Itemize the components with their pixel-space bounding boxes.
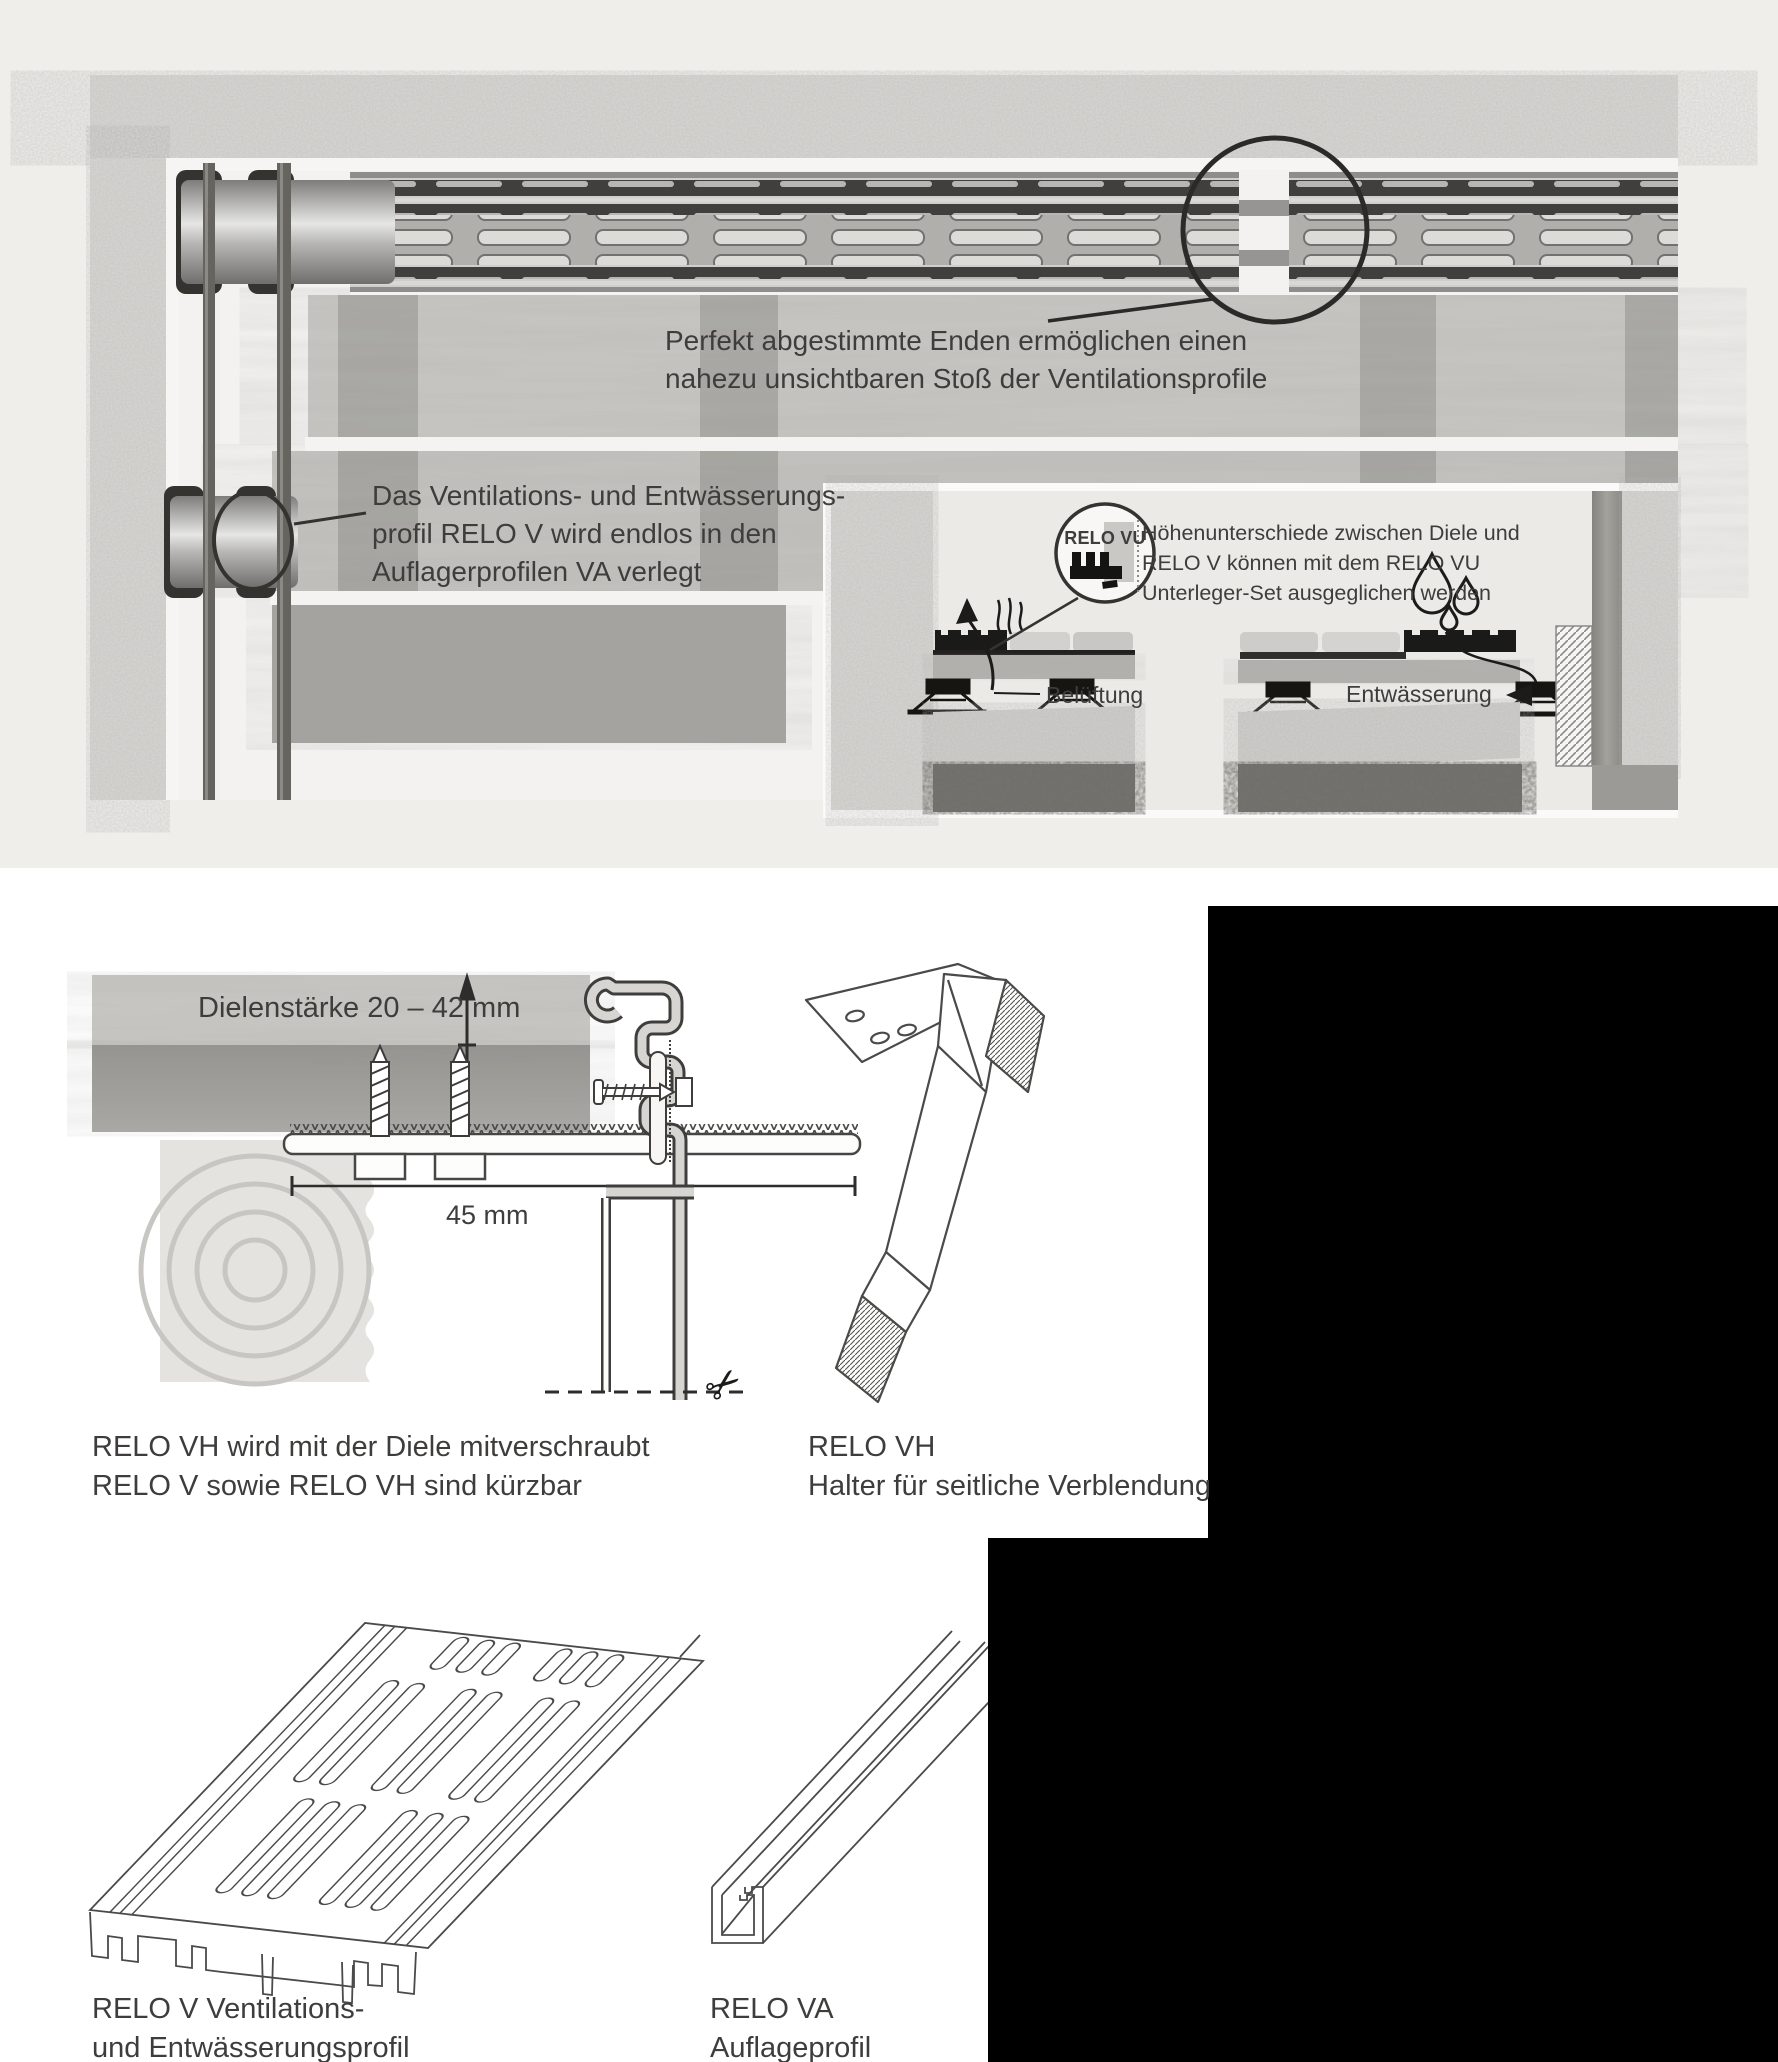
bearer-highlight-ellipse [212, 489, 294, 591]
drainage-arrowhead [1506, 684, 1532, 706]
inset-annotation-line3: Unterleger-Set ausgeglichen werden [1142, 581, 1491, 605]
product-profile-drawings [88, 1622, 1004, 2005]
inset-annotation: Höhenunterschiede zwischen Diele und REL… [1142, 518, 1520, 608]
deck-system-illustration [90, 75, 1678, 818]
caption-vh-right: RELO VH Halter für seitliche Verblendung [808, 1428, 1211, 1506]
laying-annotation-line3: Auflagerprofilen VA verlegt [372, 556, 702, 587]
laying-annotation-line1: Das Ventilations- und Entwässerungs- [372, 480, 846, 511]
caption-relo-va: RELO VA Auflageprofil [710, 1990, 871, 2062]
joint-annotation-line2: nahezu unsichtbaren Stoß der Ventilation… [665, 363, 1268, 394]
inset-left-wall [831, 491, 933, 810]
relo-va-drawing [679, 1630, 1004, 1944]
width-dimension [290, 1176, 857, 1196]
caption-relo-va-line2: Auflageprofil [710, 2032, 872, 2062]
caption-relo-va-line1: RELO VA [710, 1993, 834, 2025]
caption-relo-v: RELO V Ventilations- und Entwässerungspr… [92, 1990, 410, 2062]
relo-vu-badge-label: RELO VU [1064, 528, 1146, 548]
ventilation-label-leader [993, 692, 1041, 695]
redacted-image-block-bottom [988, 1538, 1778, 2062]
water-drops-icon [1411, 550, 1480, 632]
decking-board-section [92, 975, 590, 1132]
ventilation-arrow-curve [964, 615, 995, 691]
vh-mounting-plate [282, 1124, 862, 1181]
drainage-curve [1444, 631, 1538, 683]
caption-vh-right-line2: Halter für seitliche Verblendung [808, 1470, 1212, 1502]
concrete-wall [90, 75, 1678, 800]
caption-relo-v-line2: und Entwässerungsprofil [92, 2032, 410, 2062]
drainage-label: Entwässerung [1346, 681, 1492, 707]
relo-v-profile-strip [350, 170, 1678, 294]
relo-vu-badge [1054, 502, 1156, 604]
deck-screw [450, 1043, 470, 1137]
inset-ventilation-section [907, 597, 1135, 812]
caption-vh-left-line1: RELO VH wird mit der Diele mitverschraub… [92, 1431, 650, 1463]
ventilation-arrowhead [956, 598, 978, 624]
joint-highlight-circle [1180, 135, 1370, 325]
caption-vh-right-line1: RELO VH [808, 1431, 936, 1463]
profile-joint [1239, 170, 1289, 294]
inset-right-wall [1555, 491, 1678, 810]
vh-bracket-drawing [804, 962, 1046, 1404]
relo-v-drawing [88, 1622, 705, 2005]
inset-annotation-line1: Höhenunterschiede zwischen Diele und [1142, 521, 1520, 545]
side-screw [593, 1077, 693, 1107]
redacted-image-block-top [1208, 906, 1778, 1538]
bearer-leader-line [293, 511, 367, 526]
width-dimension-label: 45 mm [446, 1200, 529, 1230]
badge-leader-line [989, 596, 1079, 652]
deck-screw [370, 1043, 390, 1137]
technical-detail-drawings [92, 962, 1046, 1404]
ventilation-label: Belüftung [1046, 682, 1144, 708]
aluminium-bearer-left [164, 486, 298, 598]
cross-section-inset [823, 483, 1678, 818]
thickness-dimension-label: Dielenstärke 20 – 42 mm [198, 992, 521, 1024]
joist-endgrain [138, 1140, 374, 1387]
caption-vh-left-line2: RELO V sowie RELO VH sind kürzbar [92, 1470, 582, 1502]
joint-annotation-line1: Perfekt abgestimmte Enden ermöglichen ei… [665, 325, 1248, 356]
caption-vh-left: RELO VH wird mit der Diele mitverschraub… [92, 1428, 650, 1506]
vh-profile-section [545, 976, 752, 1400]
laying-annotation: Das Ventilations- und Entwässerungs- pro… [372, 477, 845, 591]
inset-drainage-section [1238, 630, 1577, 812]
inset-annotation-line2: RELO V können mit dem RELO VU [1142, 551, 1481, 575]
laying-annotation-line2: profil RELO V wird endlos in den [372, 518, 777, 549]
caption-relo-v-line1: RELO V Ventilations- [92, 1993, 365, 2025]
joint-leader-line [1047, 297, 1214, 323]
joint-annotation: Perfekt abgestimmte Enden ermöglichen ei… [665, 322, 1267, 398]
air-flow-icon [996, 597, 1024, 635]
va-rails [203, 163, 291, 800]
